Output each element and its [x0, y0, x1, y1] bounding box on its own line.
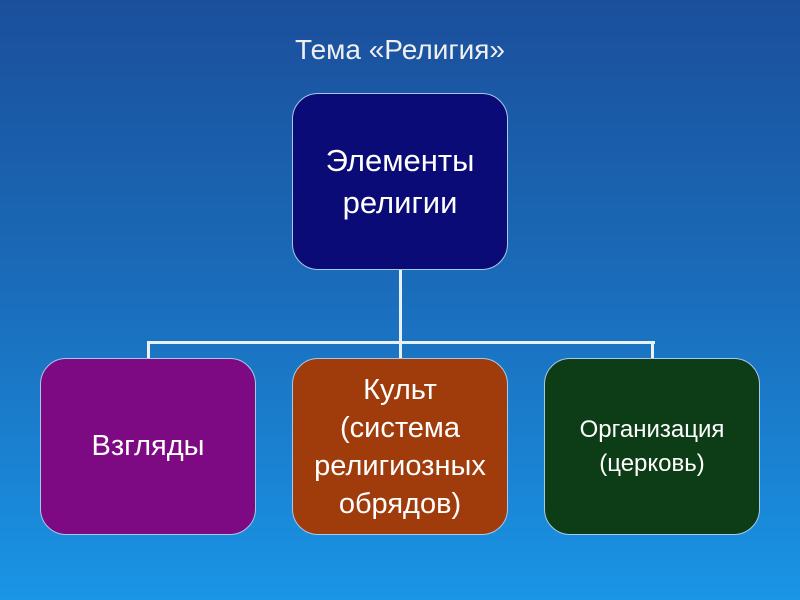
connector-right — [651, 341, 654, 359]
child-node-cult: Культ (система религиозных обрядов) — [292, 358, 508, 535]
child-node-organization: Организация (церковь) — [544, 358, 760, 535]
connector-middle — [399, 341, 402, 359]
child-label: Культ (система религиозных обрядов) — [314, 373, 486, 520]
child-label: Организация (церковь) — [579, 415, 725, 477]
connector-vertical-root — [399, 270, 402, 344]
child-label: Взгляды — [91, 430, 205, 462]
root-label: Элементы религии — [325, 142, 475, 220]
slide-title: Тема «Религия» — [295, 34, 505, 65]
root-node: Элементы религии — [292, 93, 508, 270]
connector-left — [147, 341, 150, 359]
child-node-views: Взгляды — [40, 358, 256, 535]
